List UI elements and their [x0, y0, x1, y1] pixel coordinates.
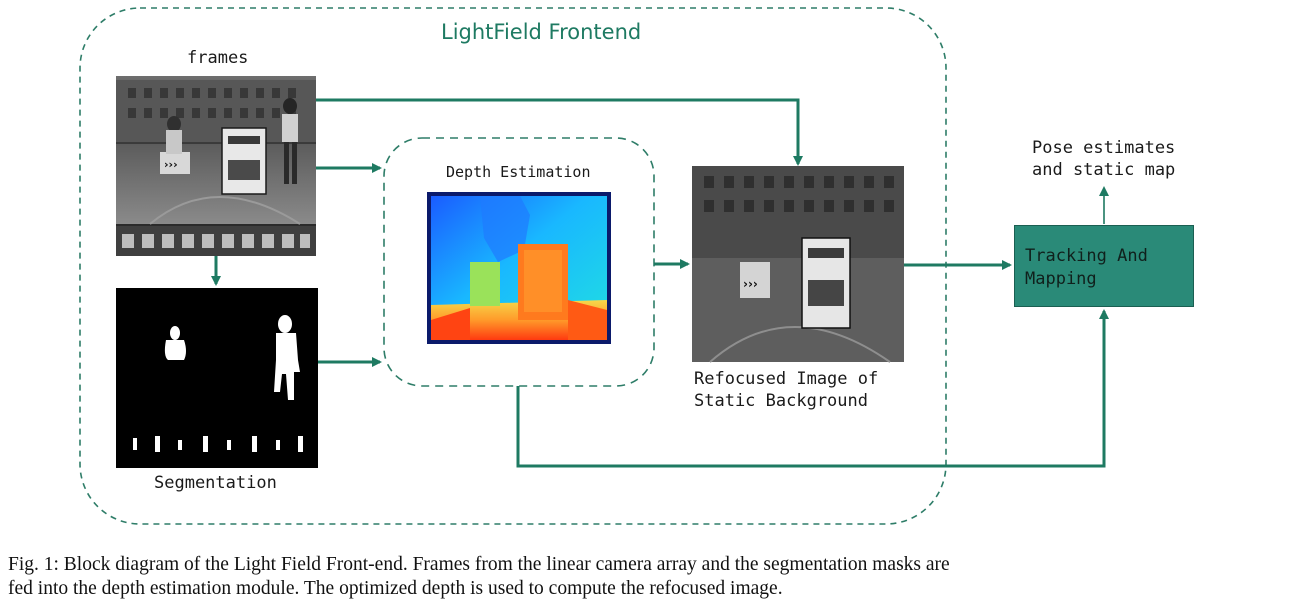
caption-line1: Fig. 1: Block diagram of the Light Field…: [8, 554, 950, 575]
segmentation-image: [116, 288, 318, 468]
frames-label: frames: [187, 48, 249, 68]
pose-label-line1: Pose estimates: [1032, 138, 1176, 158]
refocused-image: ›››: [692, 166, 904, 363]
frontend-title: LightField Frontend: [441, 20, 642, 44]
tracking-mapping-box: Tracking And Mapping: [1014, 225, 1194, 307]
refocused-label: Refocused Image of Static Background: [694, 368, 878, 412]
caption-line2: fed into the depth estimation module. Th…: [8, 578, 783, 600]
depth-estimation-box: [383, 137, 655, 387]
svg-text:›››: ›››: [164, 158, 178, 171]
refocused-label-line1: Refocused Image of: [694, 369, 879, 389]
figure-caption: Fig. 1: Block diagram of the Light Field…: [8, 553, 1286, 602]
refocused-label-line2: Static Background: [694, 391, 868, 412]
frames-to-refocus-arrow: [316, 98, 803, 166]
pose-label-line2: and static map: [1032, 160, 1176, 181]
tracking-line2: Mapping: [1025, 268, 1097, 289]
depth-estimation-label: Depth Estimation: [446, 163, 591, 181]
diagram-canvas: ›››: [79, 7, 1109, 525]
depth-to-tracking-arrow: [516, 309, 1109, 468]
tracking-line1: Tracking And: [1025, 246, 1148, 266]
svg-text:›››: ›››: [743, 277, 758, 291]
depth-map-image: [427, 192, 611, 344]
segmentation-label: Segmentation: [154, 473, 277, 493]
pose-estimates-label: Pose estimates and static map: [1032, 137, 1175, 181]
frames-image: ›››: [116, 76, 316, 256]
